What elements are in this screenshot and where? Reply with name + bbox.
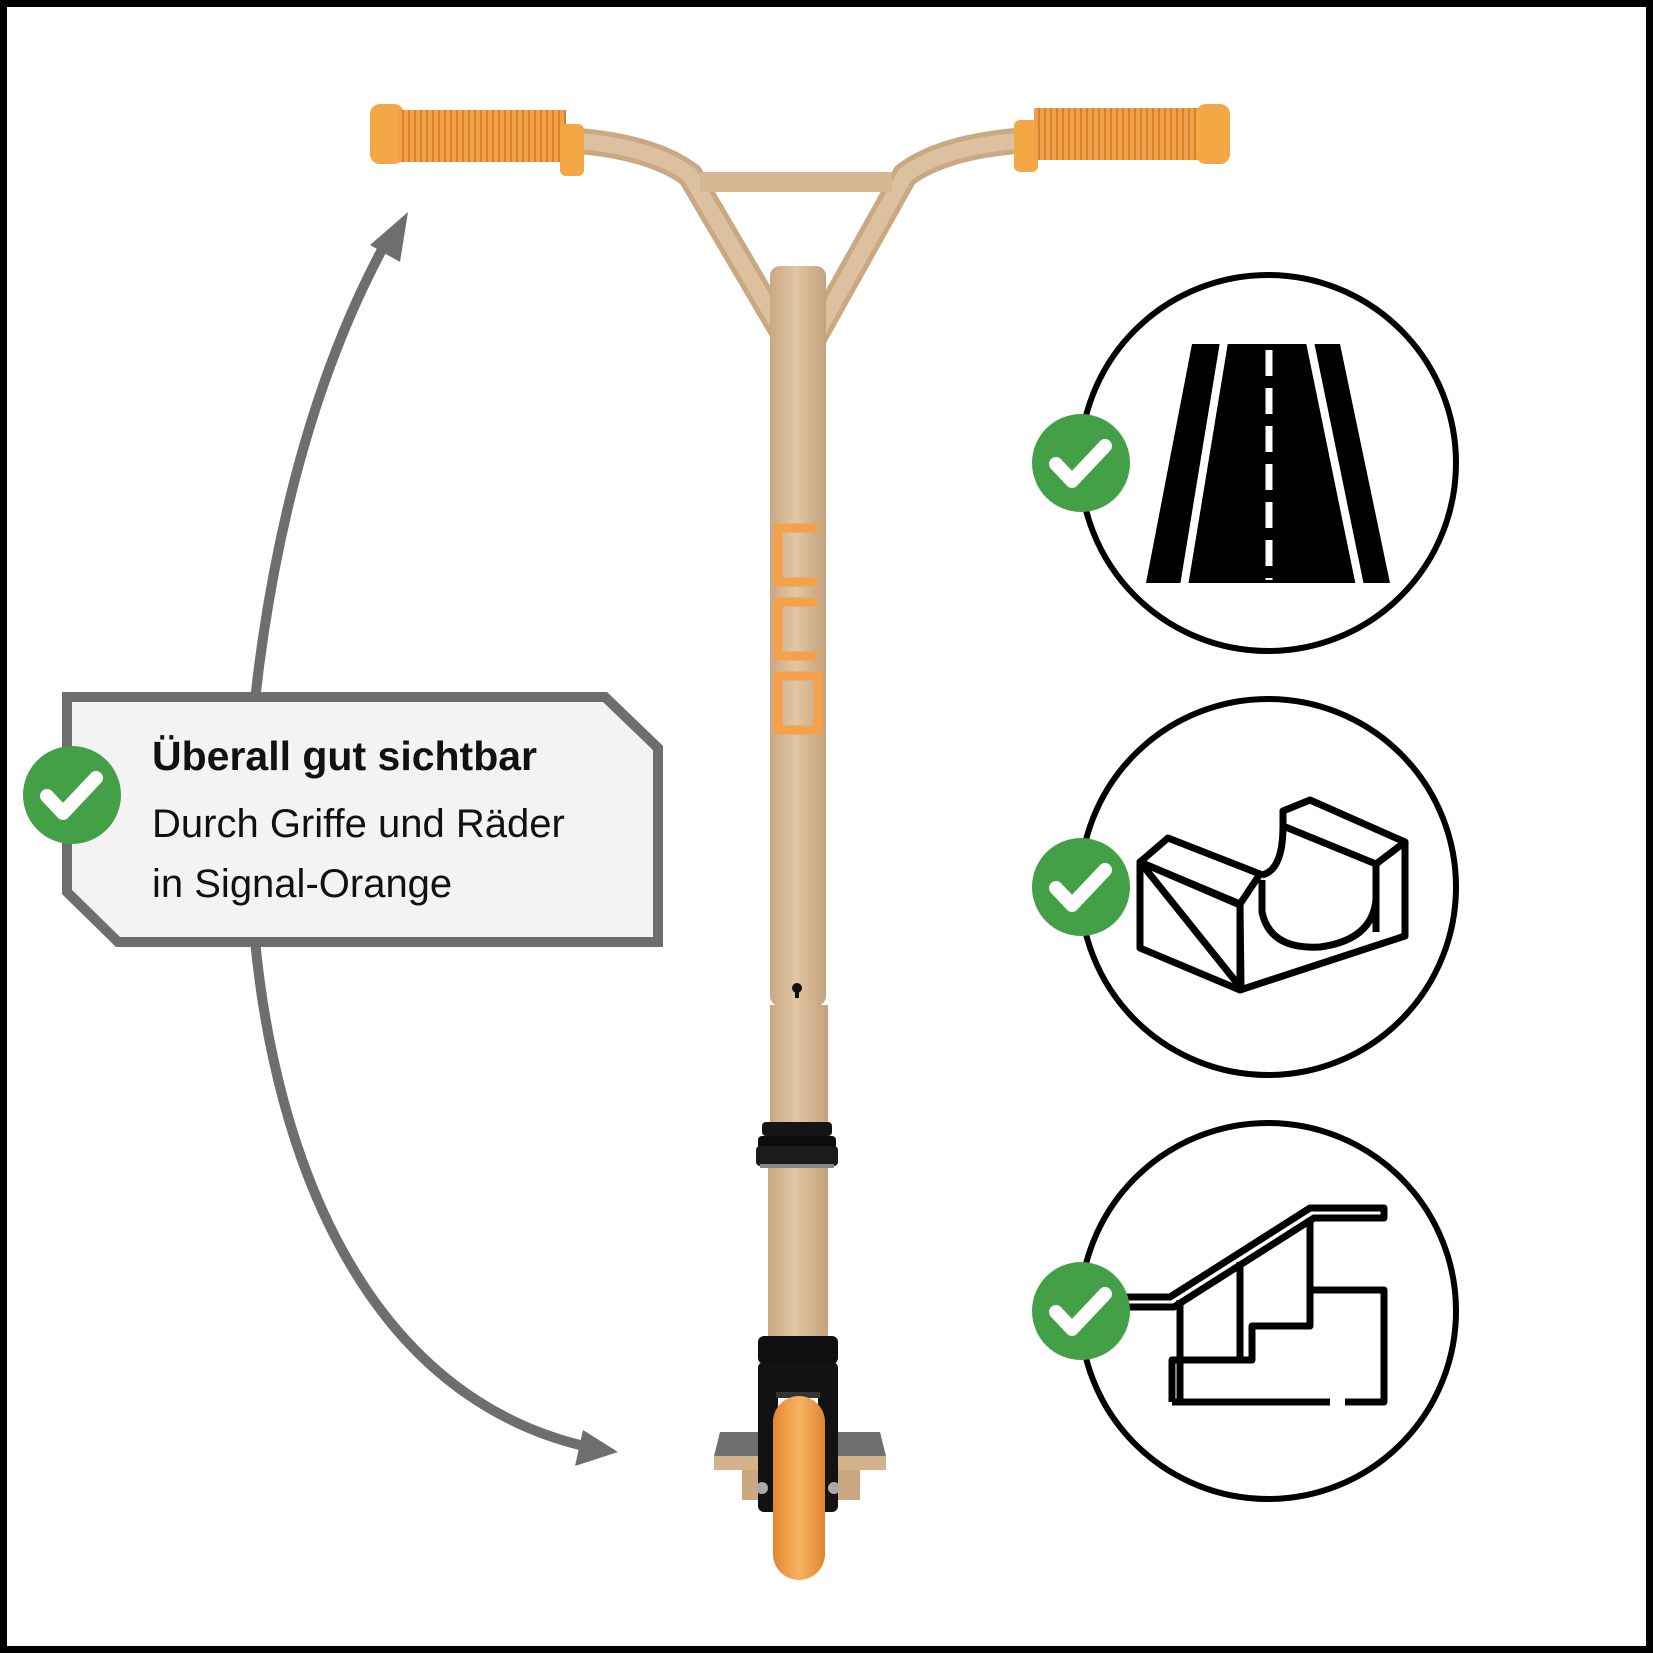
arrow-lower-curve — [250, 935, 585, 1450]
scooter-image — [370, 104, 1230, 1580]
handlebar — [552, 127, 1043, 358]
front-wheel — [773, 1396, 825, 1580]
headset — [756, 1122, 838, 1168]
feature-road — [1032, 272, 1459, 654]
check-badge-icon — [1032, 414, 1130, 512]
feature-stairs — [1032, 1120, 1459, 1502]
visibility-arrow — [250, 212, 618, 1466]
callout-box — [62, 692, 663, 947]
callout-line-1: Durch Griffe und Räder — [152, 802, 565, 846]
stairs-rail-icon — [1100, 1204, 1388, 1406]
arrow-head-up-icon — [370, 212, 408, 262]
arrow-upper-curve — [250, 230, 395, 705]
stem — [770, 266, 826, 1006]
feature-circle — [1077, 1120, 1459, 1502]
callout-text: Überall gut sichtbar Durch Griffe und Rä… — [152, 732, 632, 914]
road-icon — [1146, 341, 1390, 587]
feature-ramp — [1032, 696, 1459, 1078]
skate-ramp-icon — [1136, 796, 1409, 994]
fork — [758, 1362, 838, 1512]
callout-title: Überall gut sichtbar — [152, 733, 538, 779]
right-grip — [1014, 104, 1230, 172]
scooter-logo — [773, 523, 823, 735]
keyhole-icon — [792, 983, 802, 998]
check-badge-icon — [1032, 1262, 1130, 1360]
callout-line-2: in Signal-Orange — [152, 862, 453, 906]
left-grip — [370, 104, 584, 176]
check-badge-icon — [23, 746, 121, 844]
arrow-head-right-icon — [575, 1430, 618, 1466]
feature-circle — [1077, 696, 1459, 1078]
check-badge-icon — [1032, 838, 1130, 936]
